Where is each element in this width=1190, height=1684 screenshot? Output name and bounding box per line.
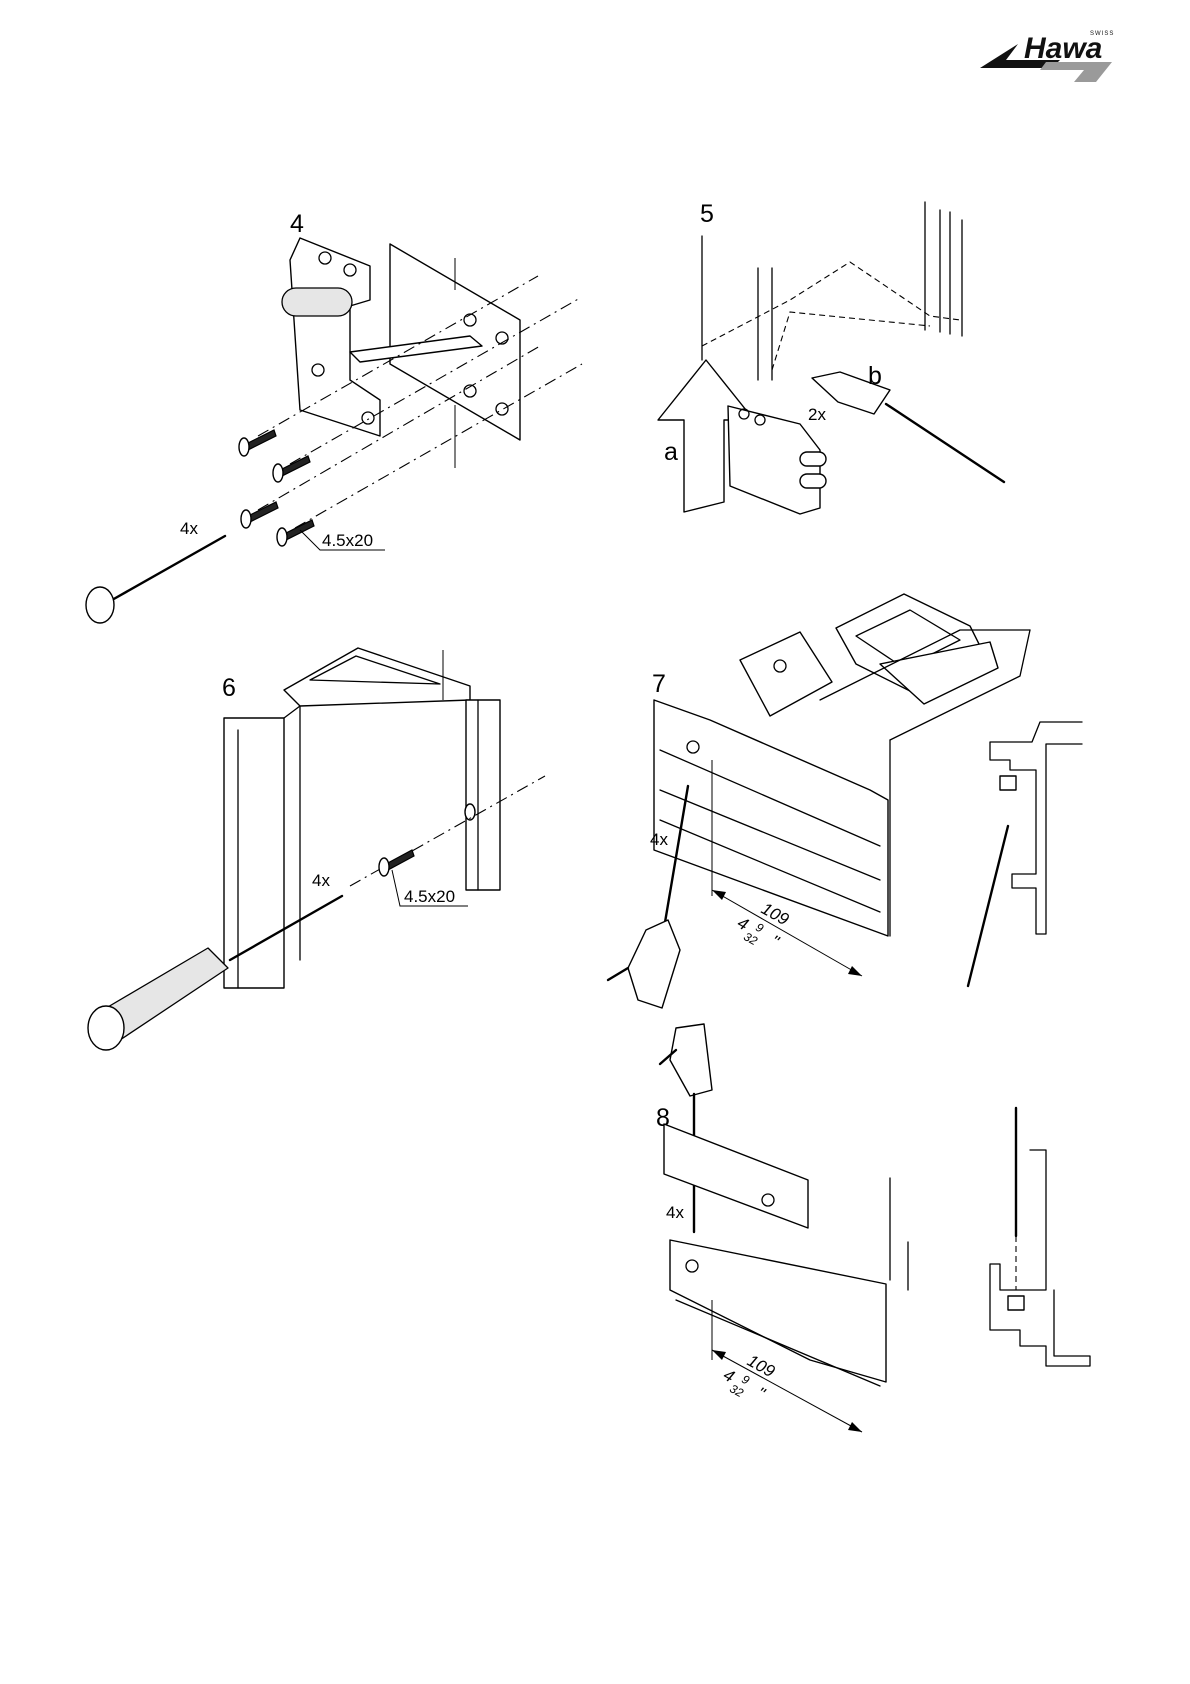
screw <box>241 502 278 528</box>
dimension-inch-mark: " <box>753 1384 768 1404</box>
dimension-arrow <box>712 1350 726 1360</box>
corner-top <box>284 648 470 706</box>
hawa-logo: Hawa SWISS <box>980 31 1114 82</box>
hinge-pin <box>800 452 826 466</box>
dimension-arrow <box>712 890 726 900</box>
hex-key-shaft <box>886 404 1004 482</box>
screw <box>239 430 276 456</box>
step-5-illustration: 5 a b 2x <box>658 200 1004 514</box>
screwdriver-shaft <box>112 536 225 600</box>
step-6-number: 6 <box>222 674 236 702</box>
mounting-bracket <box>290 238 380 436</box>
bracket-cylinder <box>282 288 352 316</box>
hinge-pin <box>800 474 826 488</box>
hex-key-detail <box>968 826 1008 986</box>
quantity-label: 4x <box>180 519 198 538</box>
right-profile <box>466 700 500 890</box>
dimension-label: 109 4 9 32 " <box>731 892 795 958</box>
step-7-illustration: 7 4x 109 4 9 32 " <box>608 594 1082 1008</box>
arrow-label-a: a <box>664 438 678 466</box>
dimension-inch-mark: " <box>767 932 782 952</box>
dimension-arrow <box>848 1422 862 1432</box>
step-6-illustration: 6 4x 4.5x20 <box>88 648 545 1050</box>
rail-top-profile <box>740 632 832 716</box>
screw-hole <box>465 804 475 820</box>
rail-cross-section <box>990 1150 1090 1366</box>
screw <box>273 456 310 482</box>
logo-swoosh-grey <box>1040 62 1112 82</box>
screwdriver-handle-end <box>86 587 114 623</box>
step-4-number: 4 <box>290 210 304 238</box>
quantity-label: 4x <box>312 871 330 890</box>
hidden-outline <box>702 262 960 346</box>
hidden-outline <box>772 312 930 370</box>
screw <box>277 520 314 546</box>
screw-spec-label: 4.5x20 <box>322 531 373 550</box>
hex-key-tip <box>608 968 628 980</box>
step-4-illustration: 4 4x 4.5x20 <box>86 210 582 623</box>
screwdriver-handle-end <box>88 1006 124 1050</box>
profile-edge <box>284 706 300 718</box>
hex-key-handle <box>670 1024 712 1096</box>
step-7-number: 7 <box>652 670 666 698</box>
quantity-label: 4x <box>650 830 668 849</box>
detail-nut <box>1008 1296 1024 1310</box>
screw <box>379 850 414 876</box>
step-8-illustration: 8 4x 109 4 9 32 " <box>656 1024 1090 1432</box>
logo-swiss-tag: SWISS <box>1090 31 1114 37</box>
track-rail <box>664 1124 808 1228</box>
hex-key-handle <box>628 920 680 1008</box>
quantity-label: 4x <box>666 1203 684 1222</box>
detail-nut <box>1000 776 1016 790</box>
step-5-number: 5 <box>700 200 714 228</box>
step-label-b: b <box>868 362 882 390</box>
screw-spec-label: 4.5x20 <box>404 887 455 906</box>
rail-cross-section <box>990 722 1082 934</box>
dimension-arrow <box>848 966 862 976</box>
quantity-label: 2x <box>808 405 826 424</box>
dimension-label: 109 4 9 32 " <box>717 1344 781 1410</box>
